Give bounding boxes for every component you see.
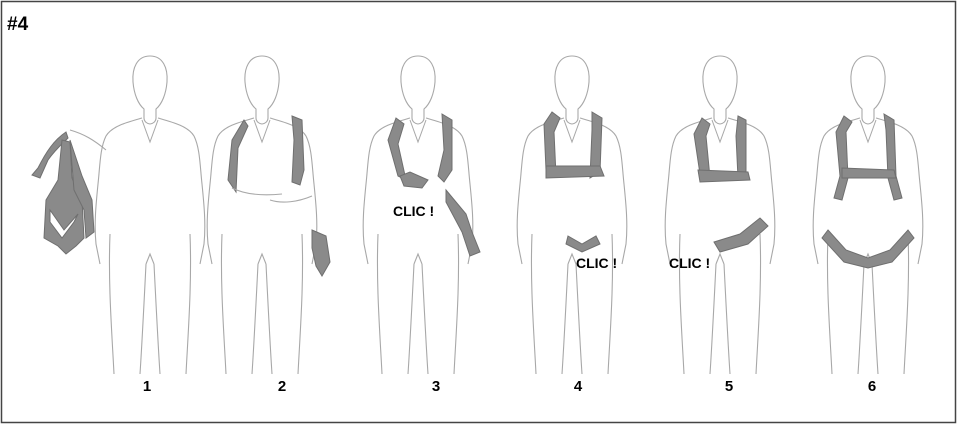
- step-number-6: 6: [868, 378, 876, 395]
- step-6-illustration: [813, 56, 923, 374]
- step-number-1: 1: [143, 378, 151, 395]
- step-1-illustration: [32, 56, 205, 374]
- harness-leg-icon-2: [694, 116, 768, 252]
- step-5-callout: CLIC !: [669, 255, 710, 271]
- step-2-illustration: [207, 56, 330, 374]
- figure-label: #4: [7, 14, 29, 35]
- step-5-illustration: [665, 56, 775, 374]
- step-4-illustration: [517, 56, 627, 374]
- step-4-callout: CLIC !: [576, 255, 617, 271]
- step-number-2: 2: [278, 378, 286, 395]
- harness-chest-icon: [388, 114, 480, 256]
- step-number-5: 5: [725, 378, 733, 395]
- step-number-4: 4: [574, 378, 583, 395]
- step-3-callout: CLIC !: [393, 203, 434, 219]
- harness-fitted-icon: [822, 114, 914, 268]
- step-number-3: 3: [432, 378, 440, 395]
- harness-leg-icon: [544, 112, 604, 252]
- harness-held-icon: [32, 132, 94, 254]
